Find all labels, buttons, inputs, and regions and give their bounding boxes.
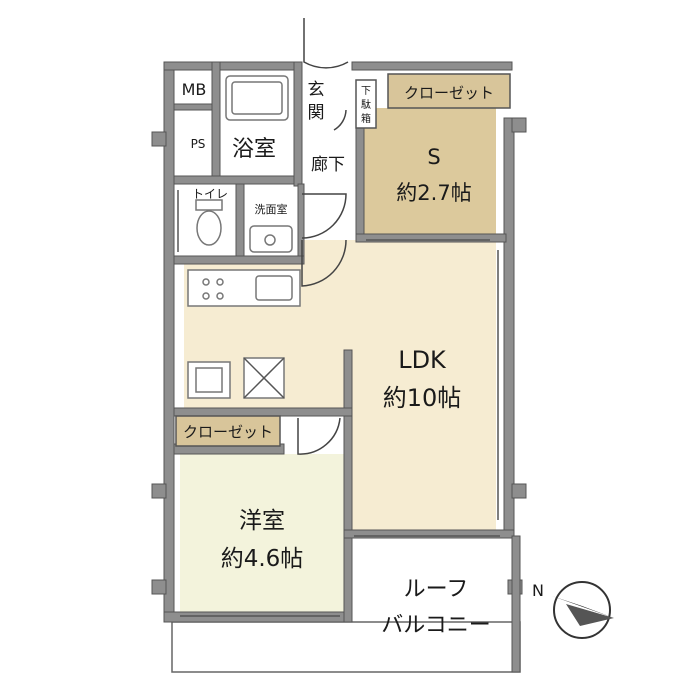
toilet-fixture xyxy=(195,199,223,246)
walls xyxy=(151,61,527,673)
s-room-name: S xyxy=(427,145,440,169)
compass-arrow-tail xyxy=(566,604,614,626)
wash-basin xyxy=(249,225,293,253)
ldk-name: LDK xyxy=(398,346,447,374)
shoe-box-label-3: 箱 xyxy=(361,112,371,125)
western-room-size: 約4.6帖 xyxy=(221,546,304,572)
west-closet-box xyxy=(175,415,281,447)
doors xyxy=(297,18,349,455)
shoe-box-outline xyxy=(355,79,377,129)
shoe-box-label: 下 xyxy=(361,86,371,97)
bath-label: 浴室 xyxy=(232,137,276,162)
toilet-label: トイレ xyxy=(192,187,228,201)
roof-balcony-label-2: バルコニー xyxy=(381,613,491,638)
s-room-size: 約2.7帖 xyxy=(396,181,471,205)
hallway-label: 廊下 xyxy=(311,155,345,175)
s-closet-box xyxy=(387,73,511,109)
compass: N xyxy=(532,581,614,639)
washer-space xyxy=(187,361,231,399)
ldk-size: 約10帖 xyxy=(383,384,462,412)
refrigerator-space xyxy=(243,357,285,399)
western-room-name: 洋室 xyxy=(239,508,285,534)
washroom-label: 洗面室 xyxy=(255,202,288,216)
compass-label: N xyxy=(532,581,544,600)
roof-balcony-label-1: ルーフ xyxy=(404,577,469,602)
compass-arrow xyxy=(552,596,614,618)
entrance-label-2: 関 xyxy=(308,103,325,123)
mb-label: MB xyxy=(182,80,207,99)
ps-label: PS xyxy=(191,137,206,151)
s-room-floor xyxy=(364,108,496,234)
west-closet-label: クローゼット xyxy=(183,423,273,441)
ldk-floor-lower xyxy=(352,240,496,530)
s-closet-label: クローゼット xyxy=(404,84,494,102)
western-room-floor xyxy=(180,454,348,612)
kitchen-counter xyxy=(187,269,301,307)
entrance-label-1: 玄 xyxy=(308,80,325,100)
bathtub xyxy=(225,75,289,121)
shoe-box-label-2: 駄 xyxy=(361,98,371,111)
windows xyxy=(177,190,500,617)
